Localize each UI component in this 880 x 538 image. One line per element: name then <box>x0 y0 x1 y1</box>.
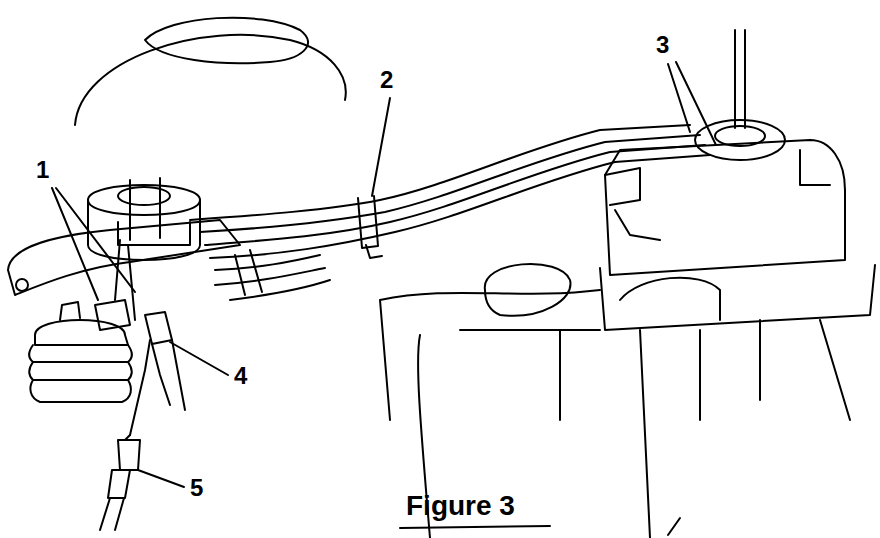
callout-number: 4 <box>234 364 247 388</box>
callout-number: 5 <box>190 476 203 500</box>
figure-caption: Figure 3 <box>406 492 515 520</box>
callout-number: 2 <box>380 68 393 92</box>
callout-number: 3 <box>656 33 669 57</box>
callout-number: 1 <box>36 158 49 182</box>
